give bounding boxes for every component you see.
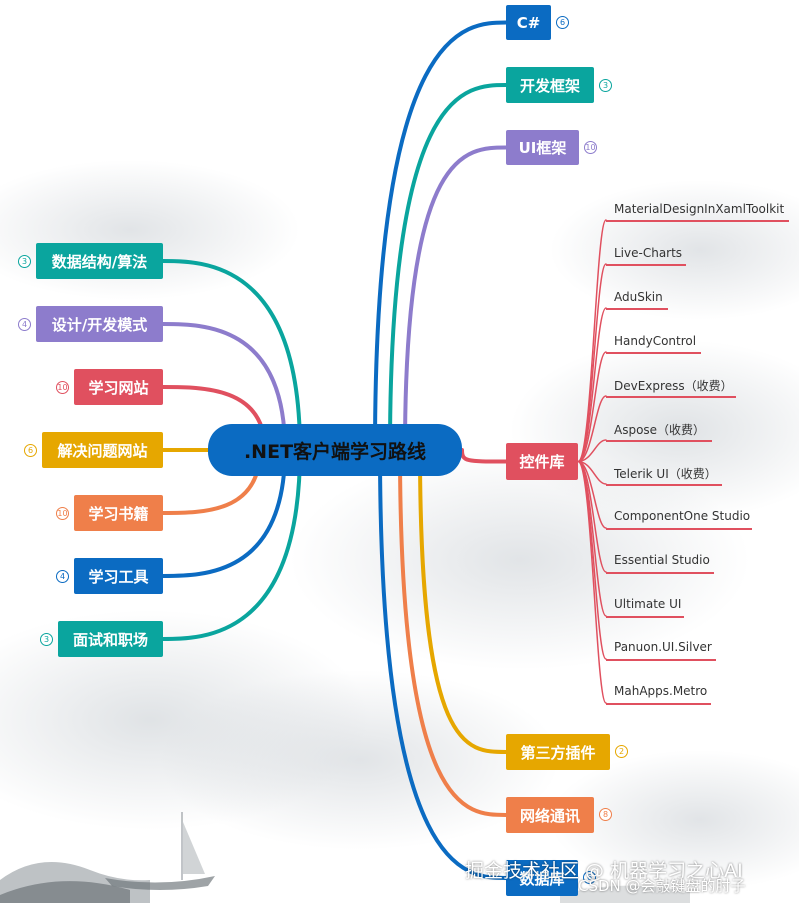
connector-right-6 xyxy=(378,448,508,880)
branch-network-communication[interactable]: 网络通讯 xyxy=(506,797,594,833)
connector-leaf-5 xyxy=(577,439,607,463)
branch-learning-tools[interactable]: 学习工具 xyxy=(74,558,163,594)
connector-left-1 xyxy=(161,322,287,452)
connector-leaf-2 xyxy=(577,307,607,463)
leaf-underline xyxy=(606,264,686,266)
count-badge-data-structures: 3 xyxy=(18,255,31,268)
leaf-componentone[interactable]: ComponentOne Studio xyxy=(614,509,751,523)
branch-ui-framework[interactable]: UI框架 xyxy=(506,130,579,165)
branch-interview-career[interactable]: 面试和职场 xyxy=(58,621,163,657)
connector-right-2 xyxy=(403,145,508,452)
leaf-live-charts[interactable]: Live-Charts xyxy=(614,246,683,260)
watermark-csdn: CSDN @会敲键盘的肘子 xyxy=(578,877,746,895)
count-badge-dev-framework: 3 xyxy=(599,79,612,92)
leaf-telerik[interactable]: Telerik UI（收费） xyxy=(614,467,717,481)
branch-database[interactable]: 数据库 xyxy=(506,860,578,896)
leaf-materialdesign[interactable]: MaterialDesignInXamlToolkit xyxy=(614,202,785,216)
leaf-aspose[interactable]: Aspose（收费） xyxy=(614,423,706,437)
branch-design-patterns[interactable]: 设计/开发模式 xyxy=(36,306,163,342)
count-badge-learning-tools: 4 xyxy=(56,570,69,583)
leaf-devexpress[interactable]: DevExpress（收费） xyxy=(614,379,733,393)
count-badge-database: 6 xyxy=(583,871,596,884)
connector-right-1 xyxy=(388,83,508,452)
branch-problem-solving-websites[interactable]: 解决问题网站 xyxy=(42,432,163,468)
count-badge-csharp: 6 xyxy=(556,16,569,29)
leaf-underline xyxy=(606,220,789,222)
connector-leaf-0 xyxy=(577,219,607,463)
leaf-aduskin[interactable]: AduSkin xyxy=(614,290,663,304)
branch-learning-books[interactable]: 学习书籍 xyxy=(74,495,163,531)
connector-leaf-4 xyxy=(577,395,607,463)
count-badge-ui-framework: 10 xyxy=(584,141,597,154)
leaf-essential-studio[interactable]: Essential Studio xyxy=(614,553,710,567)
connector-left-5 xyxy=(161,448,287,578)
branch-control-library[interactable]: 控件库 xyxy=(506,443,578,480)
branch-learning-websites[interactable]: 学习网站 xyxy=(74,369,163,405)
leaf-underline xyxy=(606,484,722,486)
leaf-ultimate-ui[interactable]: Ultimate UI xyxy=(614,597,682,611)
count-badge-interview-career: 3 xyxy=(40,633,53,646)
connector-left-6 xyxy=(161,448,302,641)
count-badge-learning-books: 10 xyxy=(56,507,69,520)
count-badge-problem-solving-websites: 6 xyxy=(24,444,37,457)
branch-dev-framework[interactable]: 开发框架 xyxy=(506,67,594,103)
connector-right-0 xyxy=(373,20,508,452)
count-badge-design-patterns: 4 xyxy=(18,318,31,331)
count-badge-learning-websites: 10 xyxy=(56,381,69,394)
leaf-underline xyxy=(606,659,716,661)
watermark-juejin: 掘金技术社区 @ 机器学习之心AI xyxy=(465,860,743,882)
connector-right-4 xyxy=(418,448,508,754)
leaf-underline xyxy=(606,528,752,530)
connector-leaf-3 xyxy=(577,351,607,463)
connector-right-3 xyxy=(460,448,508,464)
connector-leaf-11 xyxy=(577,460,607,704)
branch-data-structures[interactable]: 数据结构/算法 xyxy=(36,243,163,279)
leaf-underline xyxy=(606,396,736,398)
connector-leaf-7 xyxy=(577,460,607,529)
branch-third-party-plugins[interactable]: 第三方插件 xyxy=(506,734,610,770)
leaf-mahapps[interactable]: MahApps.Metro xyxy=(614,684,708,698)
connector-right-5 xyxy=(398,448,508,817)
leaf-handycontrol[interactable]: HandyControl xyxy=(614,334,697,348)
leaf-underline xyxy=(606,616,684,618)
count-badge-network-communication: 8 xyxy=(599,808,612,821)
leaf-panuon[interactable]: Panuon.UI.Silver xyxy=(614,640,712,654)
count-badge-third-party-plugins: 2 xyxy=(615,745,628,758)
leaf-underline xyxy=(606,308,668,310)
leaf-underline xyxy=(606,440,712,442)
central-topic[interactable]: .NET客户端学习路线 xyxy=(208,424,462,476)
leaf-underline xyxy=(606,352,701,354)
connector-left-0 xyxy=(161,259,302,452)
leaf-underline xyxy=(606,572,714,574)
leaf-underline xyxy=(606,703,711,705)
branch-csharp[interactable]: C# xyxy=(506,5,551,40)
